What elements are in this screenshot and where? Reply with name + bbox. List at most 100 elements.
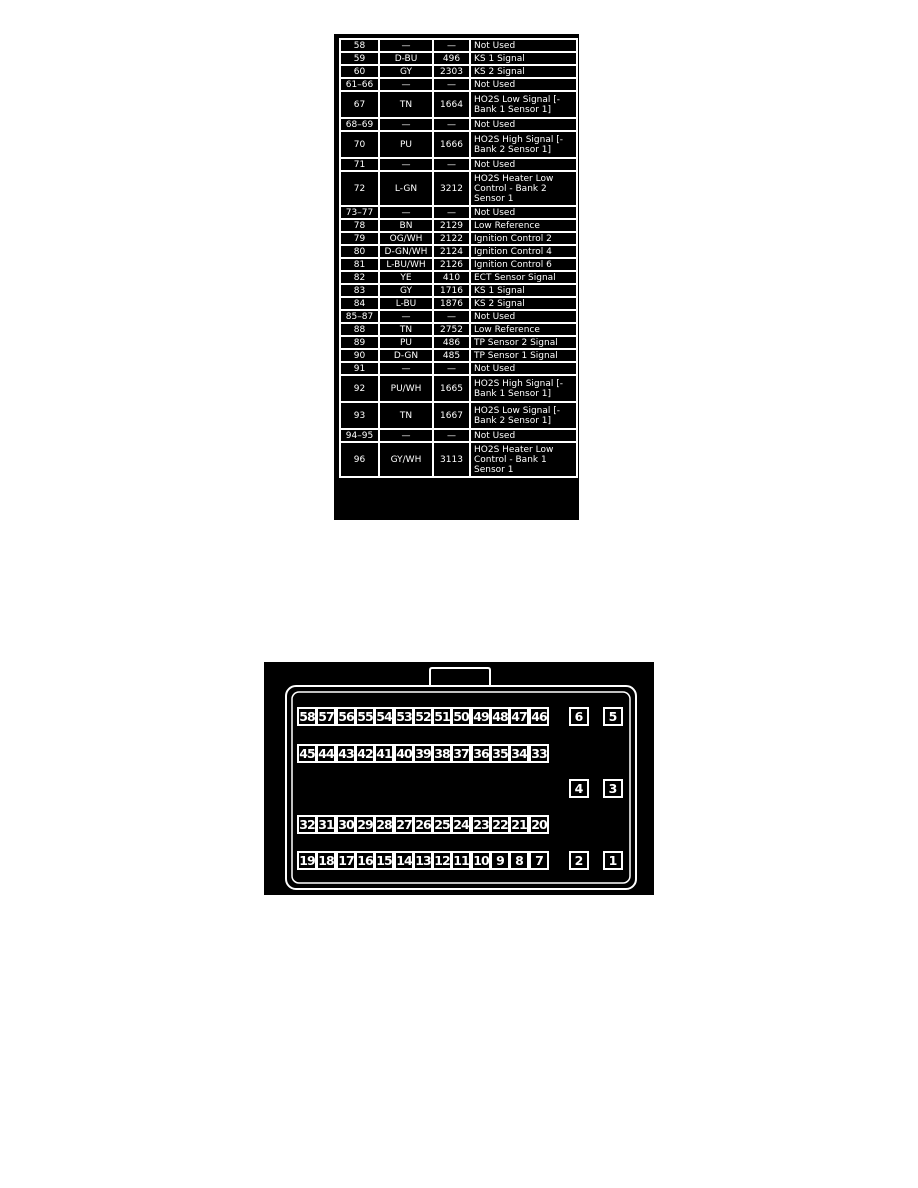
table-row: 71——Not Used [339,157,578,172]
wire-color-cell: — [378,309,434,324]
connector-pin-50: 50 [451,707,471,726]
circuit-cell: 1716 [432,283,471,298]
connector-pin-34: 34 [509,744,529,763]
wire-color-cell: PU/WH [378,374,434,403]
function-cell: Not Used [469,38,578,53]
connector-pin-29: 29 [355,815,375,834]
pin-cell: 80 [339,244,380,259]
function-cell: HO2S Low Signal [- Bank 1 Sensor 1] [469,90,578,119]
circuit-cell: 3212 [432,170,471,207]
wire-color-cell: D-GN/WH [378,244,434,259]
circuit-cell: 410 [432,270,471,285]
connector-pin-47: 47 [509,707,529,726]
circuit-cell: — [432,38,471,53]
connector-pin-56: 56 [336,707,356,726]
circuit-cell: 2303 [432,64,471,79]
wire-color-cell: — [378,157,434,172]
connector-pin-49: 49 [471,707,491,726]
connector-pin-6: 6 [569,707,589,726]
pin-cell: 78 [339,218,380,233]
connector-pin-17: 17 [336,851,356,870]
connector-pin-52: 52 [413,707,433,726]
wire-color-cell: YE [378,270,434,285]
connector-pin-23: 23 [471,815,491,834]
function-cell: HO2S Low Signal [- Bank 2 Sensor 1] [469,401,578,430]
wire-color-cell: OG/WH [378,231,434,246]
circuit-cell: 2124 [432,244,471,259]
table-row: 91——Not Used [339,361,578,376]
function-cell: KS 2 Signal [469,296,578,311]
connector-pin-43: 43 [336,744,356,763]
wire-color-cell: L-BU [378,296,434,311]
connector-pin-42: 42 [355,744,375,763]
connector-pin-2: 2 [569,851,589,870]
connector-pin-5: 5 [603,707,623,726]
pin-cell: 81 [339,257,380,272]
wire-color-cell: L-BU/WH [378,257,434,272]
circuit-cell: — [432,157,471,172]
circuit-cell: 2752 [432,322,471,337]
pin-cell: 83 [339,283,380,298]
connector-pin-15: 15 [374,851,394,870]
wire-color-cell: GY/WH [378,441,434,478]
connector-pin-21: 21 [509,815,529,834]
circuit-cell: — [432,361,471,376]
connector-pin-30: 30 [336,815,356,834]
circuit-cell: — [432,428,471,443]
wire-color-cell: — [378,77,434,92]
pin-cell: 91 [339,361,380,376]
function-cell: ECT Sensor Signal [469,270,578,285]
pin-cell: 84 [339,296,380,311]
function-cell: Not Used [469,361,578,376]
circuit-cell: 1666 [432,130,471,159]
connector-pin-51: 51 [432,707,452,726]
connector-pin-10: 10 [471,851,491,870]
wire-color-cell: D-GN [378,348,434,363]
connector-pin-19: 19 [297,851,317,870]
connector-pin-24: 24 [451,815,471,834]
circuit-cell: — [432,309,471,324]
function-cell: TP Sensor 2 Signal [469,335,578,350]
circuit-cell: 2126 [432,257,471,272]
connector-pin-13: 13 [413,851,433,870]
connector-pin-41: 41 [374,744,394,763]
connector-pin-57: 57 [316,707,336,726]
wire-color-cell: BN [378,218,434,233]
circuit-cell: 3113 [432,441,471,478]
wire-color-cell: — [378,205,434,220]
pin-cell: 82 [339,270,380,285]
connector-pin-38: 38 [432,744,452,763]
wire-color-cell: — [378,428,434,443]
circuit-cell: 1876 [432,296,471,311]
pin-cell: 73–77 [339,205,380,220]
circuit-cell: 1667 [432,401,471,430]
function-cell: Ignition Control 6 [469,257,578,272]
function-cell: HO2S High Signal [- Bank 2 Sensor 1] [469,130,578,159]
function-cell: Ignition Control 2 [469,231,578,246]
connector-pin-33: 33 [529,744,549,763]
function-cell: Not Used [469,157,578,172]
table-row: 94–95——Not Used [339,428,578,443]
pin-cell: 70 [339,130,380,159]
wire-color-cell: TN [378,90,434,119]
table-row: 68–69——Not Used [339,117,578,132]
pin-cell: 94–95 [339,428,380,443]
table-row: 61–66——Not Used [339,77,578,92]
wire-color-cell: — [378,117,434,132]
pin-cell: 92 [339,374,380,403]
pin-cell: 96 [339,441,380,478]
circuit-cell: — [432,205,471,220]
function-cell: Not Used [469,77,578,92]
